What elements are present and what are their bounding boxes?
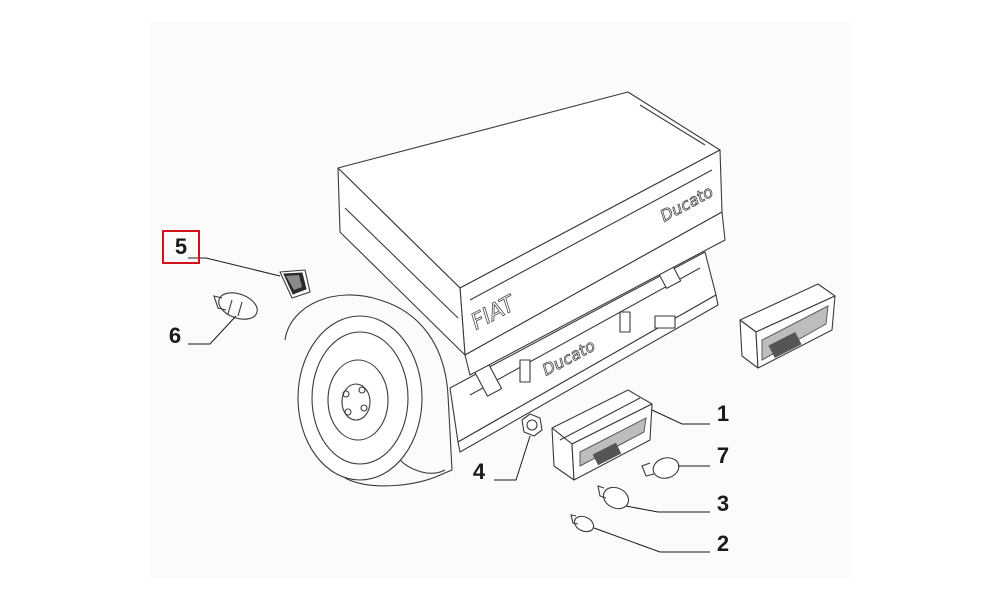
leader-line-2: [593, 527, 710, 553]
mounted-tail-lamp: [739, 283, 836, 369]
part-4-nut: [521, 413, 543, 437]
rear-bumper: [449, 211, 726, 453]
callout-1[interactable]: 1: [716, 401, 730, 426]
callout-7[interactable]: 7: [716, 443, 730, 468]
callout-4[interactable]: 4: [472, 459, 486, 484]
leader-line-3: [625, 505, 710, 513]
rear-wheel: [284, 294, 453, 487]
callout-6[interactable]: 6: [168, 323, 182, 348]
callout-3[interactable]: 3: [716, 491, 730, 516]
part-3-bulb: [597, 485, 630, 510]
part-2-bulb: [570, 514, 595, 533]
leader-line-1: [651, 409, 710, 425]
cargo-box: [337, 91, 723, 356]
leader-line-6: [188, 315, 237, 345]
callout-2[interactable]: 2: [716, 531, 730, 556]
leader-line-5: [188, 257, 281, 277]
part-7-bulb: [641, 457, 680, 479]
callout-5[interactable]: 5: [162, 230, 200, 264]
leader-line-4: [494, 435, 531, 481]
part-1-tail-lamp: [551, 389, 653, 481]
part-6-wedge-bulb: [213, 292, 258, 320]
part-5-side-marker: [279, 269, 311, 299]
